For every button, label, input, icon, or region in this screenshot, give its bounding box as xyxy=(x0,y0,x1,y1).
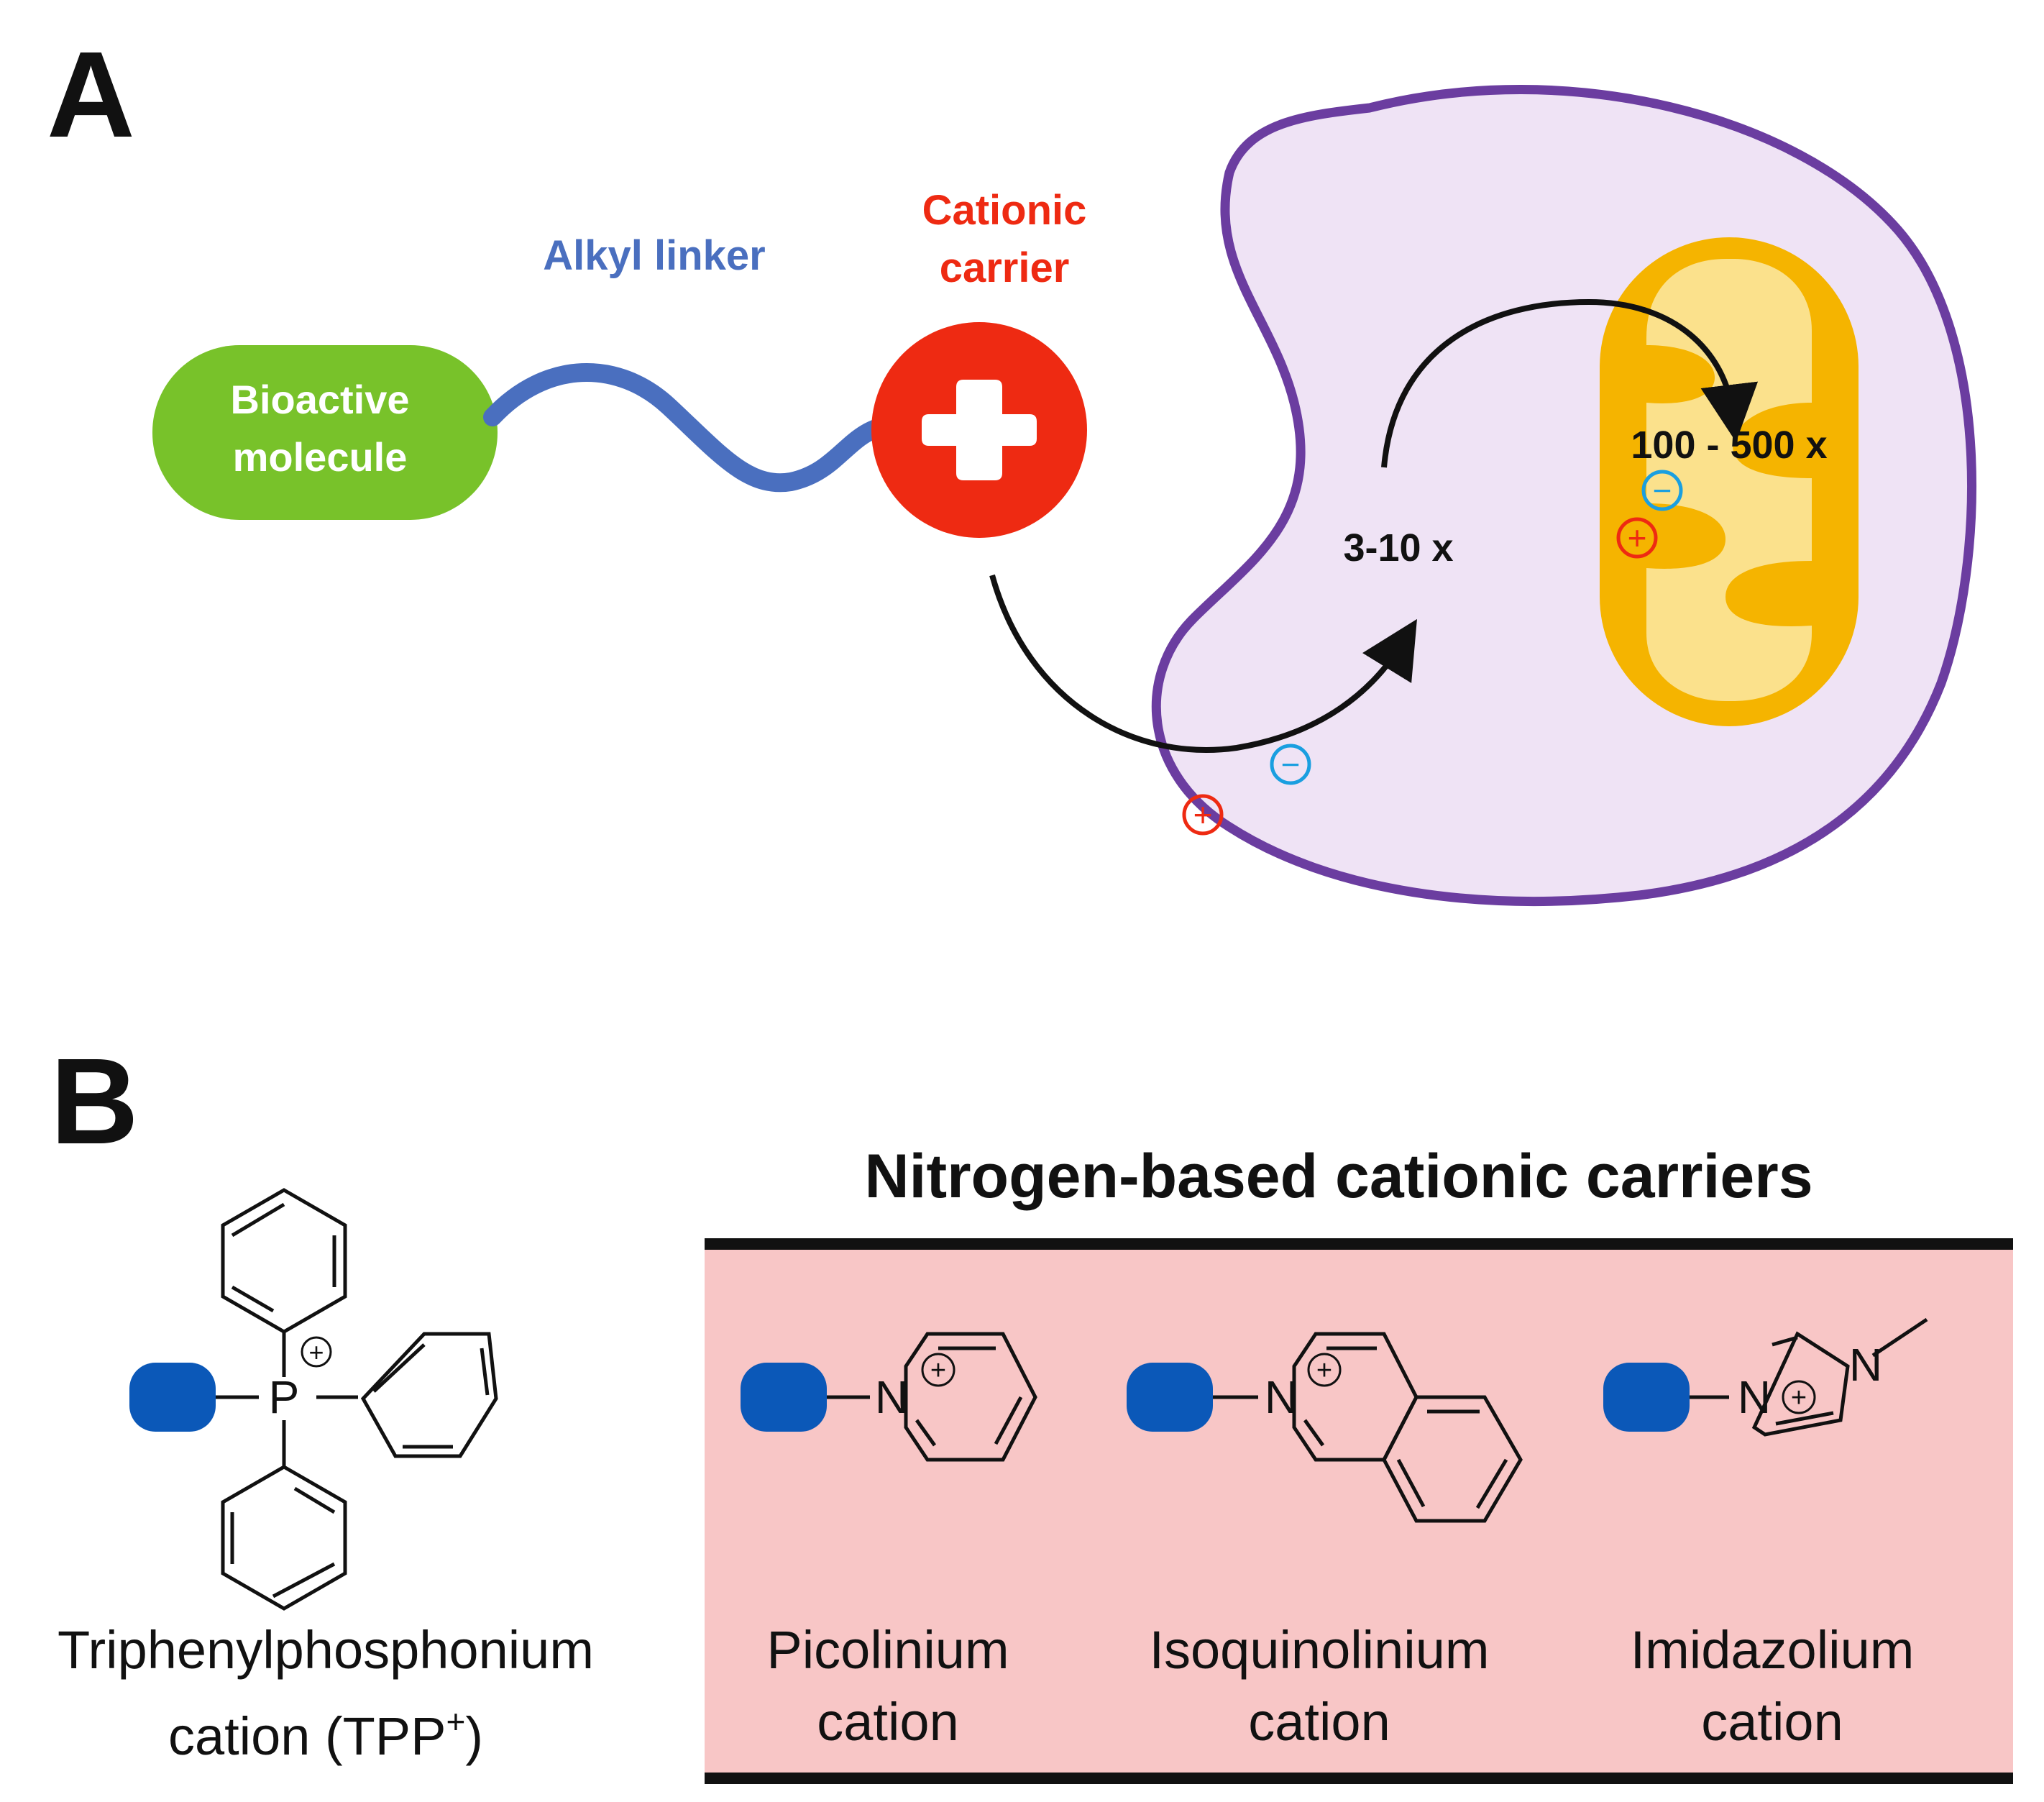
plus-charge-outside: + xyxy=(1182,794,1224,836)
imidazolium-conjugate-block xyxy=(1603,1363,1690,1432)
tpp-label-line2: cation (TPP+) xyxy=(168,1703,483,1766)
minus-charge-mitochondrion: − xyxy=(1641,470,1683,511)
isoquinolinium-structure xyxy=(1213,1332,1523,1523)
bioactive-molecule xyxy=(152,345,498,520)
picolinium-label-line2: cation xyxy=(817,1692,958,1752)
isoquinolinium-plus-charge: + xyxy=(1307,1353,1342,1387)
isoquinolinium-nitrogen: N xyxy=(1265,1371,1298,1423)
alkyl-linker xyxy=(483,363,904,493)
svg-text:−: − xyxy=(1281,746,1301,783)
alkyl-linker-label: Alkyl linker xyxy=(543,232,765,279)
imidazolium-nitrogen-1: N xyxy=(1738,1371,1771,1423)
cationic-carrier-plus xyxy=(922,380,1037,480)
svg-text:+: + xyxy=(308,1337,324,1367)
plus-charge-mitochondrion: + xyxy=(1616,517,1658,559)
panel-b-label: B xyxy=(50,1033,139,1170)
mitochondria-factor: 100 - 500 x xyxy=(1631,424,1827,467)
nitrogen-carriers-title: Nitrogen-based cationic carriers xyxy=(864,1142,1812,1211)
mitochondrion xyxy=(1600,237,1859,726)
tpp-label-line1: Triphenylphosphonium xyxy=(58,1620,594,1680)
cationic-carrier-label-line1: Cationic xyxy=(922,187,1087,234)
arrow-into-cell xyxy=(989,574,1417,753)
imidazolium-label-line2: cation xyxy=(1701,1692,1843,1752)
imidazolium-structure xyxy=(1690,1317,1928,1437)
bioactive-label-line1: Bioactive xyxy=(231,377,410,422)
svg-text:+: + xyxy=(1791,1383,1807,1413)
arrow-into-mitochondrion xyxy=(1381,298,1759,468)
isoquinolinium-conjugate-block xyxy=(1127,1363,1213,1432)
imidazolium-nitrogen-3: N xyxy=(1849,1339,1882,1391)
svg-text:−: − xyxy=(1653,472,1672,509)
picolinium-nitrogen: N xyxy=(875,1371,908,1423)
tpp-plus-charge: + xyxy=(301,1336,332,1368)
bioactive-label-line2: molecule xyxy=(233,434,408,480)
isoquinolinium-label-line1: Isoquinolinium xyxy=(1149,1620,1489,1680)
imidazolium-plus-charge: + xyxy=(1782,1380,1816,1414)
imidazolium-label-line1: Imidazolium xyxy=(1631,1620,1915,1680)
svg-text:+: + xyxy=(930,1355,946,1386)
tpp-right-phenyl-detail xyxy=(372,1343,490,1449)
tpp-conjugate-block xyxy=(129,1363,216,1432)
svg-text:+: + xyxy=(1193,796,1213,833)
picolinium-plus-charge: + xyxy=(921,1353,955,1387)
minus-charge-membrane: − xyxy=(1270,744,1311,785)
svg-text:+: + xyxy=(1628,519,1647,557)
cationic-carrier-label-line2: carrier xyxy=(940,244,1070,291)
svg-text:+: + xyxy=(1316,1355,1332,1386)
picolinium-conjugate-block xyxy=(741,1363,827,1432)
tpp-structure xyxy=(212,1188,498,1611)
tpp-phosphorus: P xyxy=(269,1371,300,1423)
picolinium-label-line1: Picolinium xyxy=(766,1620,1009,1680)
panel-a-label: A xyxy=(47,27,135,163)
cytoplasm-factor: 3-10 x xyxy=(1343,526,1453,570)
isoquinolinium-label-line2: cation xyxy=(1248,1692,1390,1752)
picolinium-structure xyxy=(827,1332,1037,1462)
